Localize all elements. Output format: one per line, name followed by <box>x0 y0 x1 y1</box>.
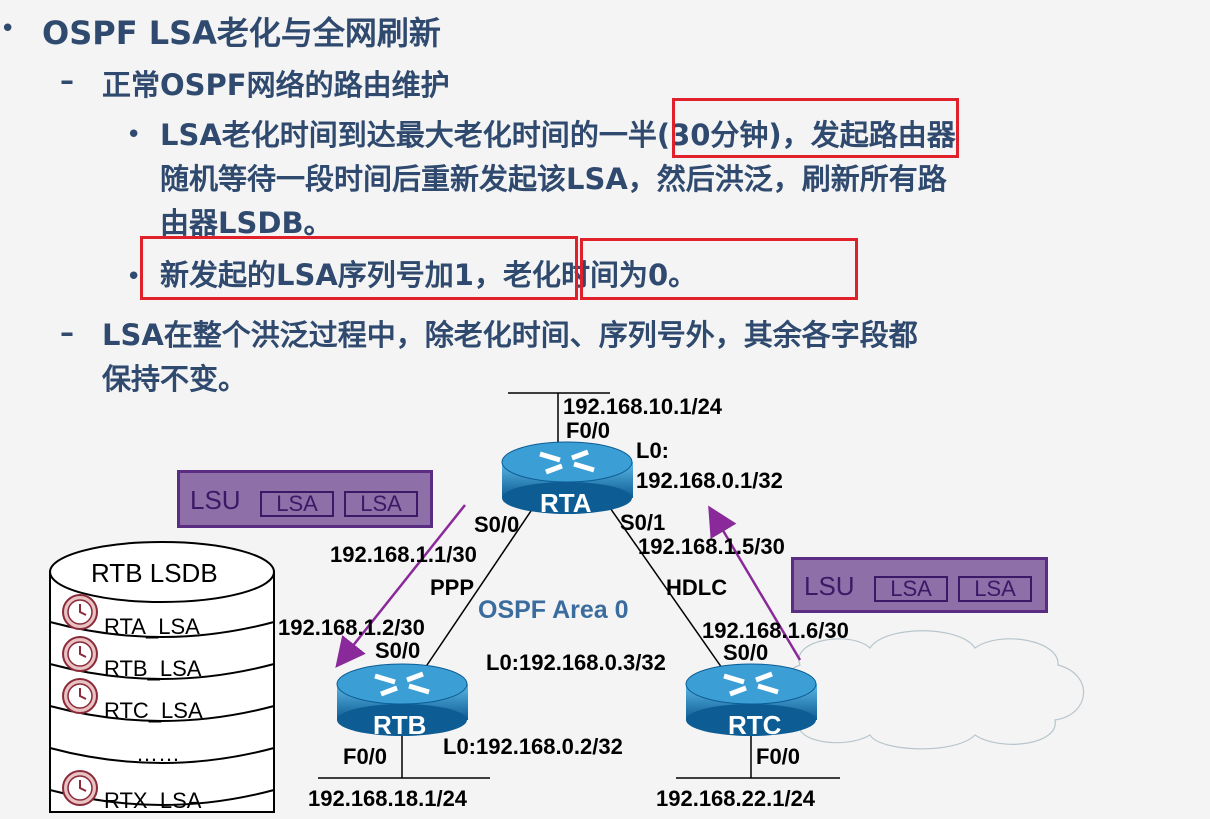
rtb-f00: F0/0 <box>343 744 388 769</box>
lsu-packet-left: LSU LSA LSA <box>177 470 433 528</box>
rtb-l0: L0:192.168.0.2/32 <box>443 734 623 759</box>
bullet-dot: • <box>126 120 142 150</box>
rta-f00: F0/0 <box>566 418 611 443</box>
link-ppp-label: PPP <box>430 575 475 600</box>
lsdb-row: RTX_LSA <box>104 788 202 813</box>
lsa-chip: LSA <box>958 576 1032 602</box>
router-label-rta: RTA <box>540 488 592 518</box>
router-rtb <box>336 663 468 736</box>
rta-lan-ip: 192.168.10.1/24 <box>563 394 723 419</box>
clock-icon <box>62 678 98 714</box>
highlight-half-age <box>672 98 959 158</box>
rtb-lan-ip: 192.168.18.1/24 <box>308 786 468 811</box>
rta-l0-ip: 192.168.0.1/32 <box>636 468 783 493</box>
bullet-2: 新发起的LSA序列号加1，老化时间为0。 <box>160 258 698 292</box>
lsu-label: LSU <box>804 571 855 601</box>
clock-icon <box>62 770 98 806</box>
rta-l0-label: L0: <box>636 438 669 463</box>
lsdb-row: RTA_LSA <box>104 614 200 639</box>
dash-2: – <box>60 316 74 349</box>
lsu-packet-right: LSU LSA LSA <box>791 557 1048 613</box>
clock-icon <box>62 636 98 672</box>
flood-arrow-left <box>335 504 466 668</box>
link-hdlc-label: HDLC <box>666 575 728 600</box>
bullet-1-line-1: LSA老化时间到达最大老化时间的一半(30分钟)，发起路由器 <box>160 118 956 152</box>
clock-icon <box>62 594 98 630</box>
cloud <box>777 630 1085 750</box>
rta-s00-ip: 192.168.1.1/30 <box>330 542 477 567</box>
bullet-dot: • <box>126 262 142 292</box>
link-rta-rtb <box>424 504 536 669</box>
bullet-1-line-3: 由器LSDB。 <box>160 206 333 240</box>
highlight-seq-plus-one <box>140 236 578 300</box>
rta-s01: S0/1 <box>620 510 666 535</box>
rtc-lan-ip: 192.168.22.1/24 <box>656 786 816 811</box>
rtc-s00-ip: 192.168.1.6/30 <box>702 618 849 643</box>
lsdb-row: RTC_LSA <box>104 698 203 723</box>
lsa-chip: LSA <box>260 491 334 517</box>
subheading-2-line-1: LSA在整个洪泛过程中，除老化时间、序列号外，其余各字段都 <box>102 318 918 352</box>
dash-1: – <box>60 64 74 97</box>
bullet-1-line-2: 随机等待一段时间后重新发起该LSA，然后洪泛，刷新所有路 <box>160 162 947 196</box>
lsdb-row: RTB_LSA <box>104 656 202 681</box>
lsu-label: LSU <box>190 485 241 515</box>
link-rta-rtc <box>607 504 723 669</box>
area-label: OSPF Area 0 <box>478 596 629 624</box>
lsdb-title: RTB LSDB <box>91 558 218 588</box>
router-label-rtc: RTC <box>728 710 782 740</box>
rtc-f00: F0/0 <box>756 744 801 769</box>
page-title: OSPF LSA老化与全网刷新 <box>42 14 441 52</box>
rta-s00: S0/0 <box>474 512 520 537</box>
rtb-s00: S0/0 <box>375 638 421 663</box>
rtc-s00: S0/0 <box>723 640 769 665</box>
rta-s01-ip: 192.168.1.5/30 <box>638 534 785 559</box>
subheading-2-line-2: 保持不变。 <box>102 362 248 396</box>
highlight-age-zero <box>580 238 858 300</box>
router-label-rtb: RTB <box>373 710 427 740</box>
subheading-1: 正常OSPF网络的路由维护 <box>102 68 450 102</box>
lsdb-row: …… <box>136 741 180 766</box>
bullet-dot: • <box>0 14 16 44</box>
lsa-chip: LSA <box>344 491 418 517</box>
lsa-chip: LSA <box>874 576 948 602</box>
router-rtc <box>685 663 817 736</box>
rtb-s00-ip: 192.168.1.2/30 <box>278 615 425 640</box>
router-rta <box>501 441 633 514</box>
rtc-l0: L0:192.168.0.3/32 <box>486 650 666 675</box>
flood-arrow-right <box>708 505 802 661</box>
